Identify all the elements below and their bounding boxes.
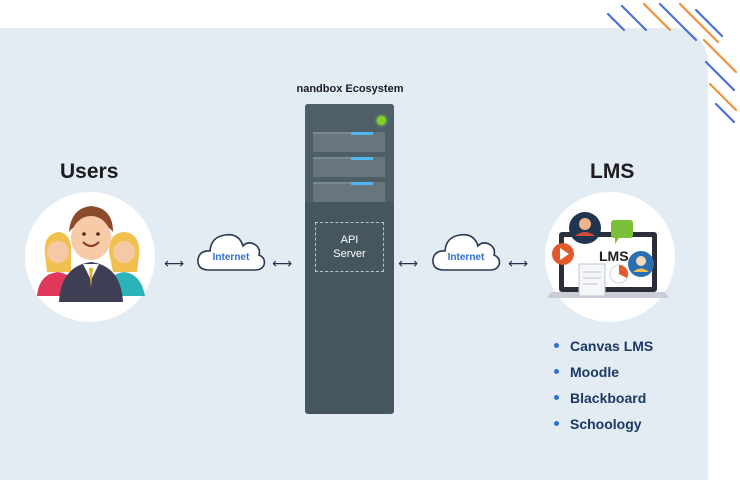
double-arrow-icon: ⟷ (164, 256, 185, 272)
status-led-icon (377, 116, 386, 125)
users-title: Users (60, 160, 119, 183)
server-bay (313, 157, 385, 177)
double-arrow-icon: ⟷ (272, 256, 293, 272)
double-arrow-icon: ⟷ (508, 256, 529, 272)
lms-laptop-icon (547, 212, 669, 298)
cloud-icon (432, 233, 501, 271)
decorative-stripes (606, 2, 738, 124)
api-server-box: API Server (315, 222, 384, 272)
api-server-line1: API (340, 234, 359, 246)
list-item: Schoology (554, 416, 653, 442)
internet-cloud-left: Internet (195, 228, 267, 274)
list-item: Moodle (554, 364, 653, 390)
lms-list: Canvas LMS Moodle Blackboard Schoology (554, 338, 653, 442)
internet-cloud-right: Internet (430, 228, 502, 274)
list-item: Blackboard (554, 390, 653, 416)
internet-label-right: Internet (447, 252, 485, 263)
internet-label-left: Internet (212, 252, 250, 263)
lms-circle: LMS (545, 192, 675, 322)
cloud-icon (197, 233, 266, 271)
ecosystem-title: nandbox Ecosystem (296, 83, 404, 95)
api-server-line2: Server (333, 248, 366, 260)
users-group-icon (37, 206, 145, 302)
server-bay (313, 132, 385, 152)
double-arrow-icon: ⟷ (398, 256, 419, 272)
lms-screen-label: LMS (599, 248, 629, 264)
list-item: Canvas LMS (554, 338, 653, 364)
lms-title: LMS (590, 160, 635, 183)
users-circle (25, 192, 155, 322)
server-bay (313, 182, 385, 202)
server-rack: API Server (305, 104, 394, 414)
